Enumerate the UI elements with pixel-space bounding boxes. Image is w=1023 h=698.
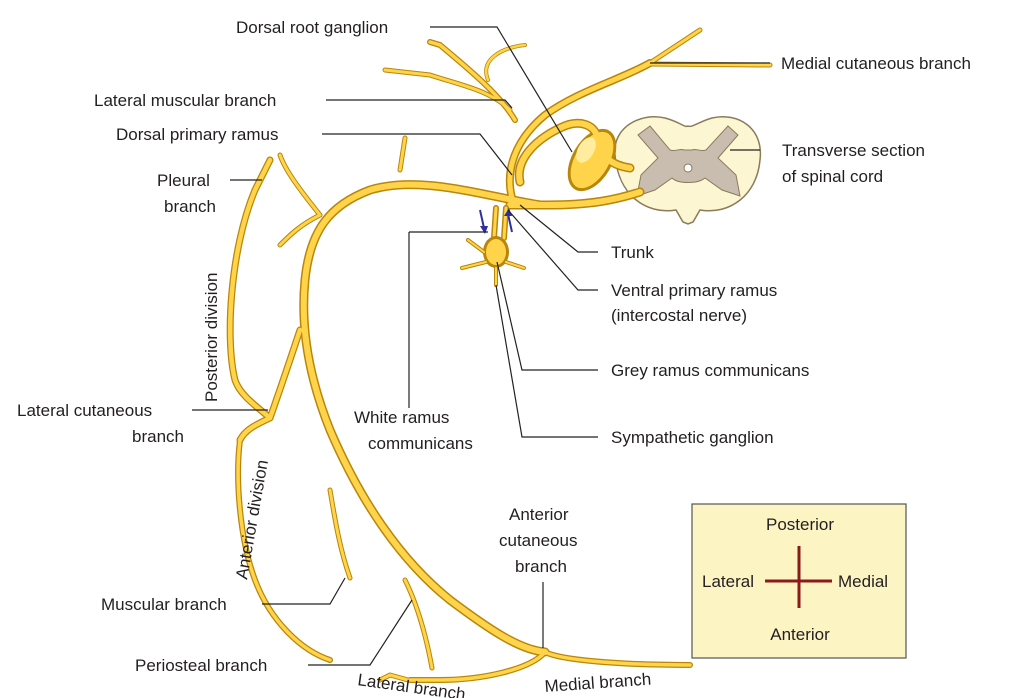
- key-anterior: Anterior: [770, 625, 830, 644]
- label-ventral-primary-ramus-2: (intercostal nerve): [611, 306, 747, 325]
- leader-lines: [192, 27, 770, 665]
- label-white-ramus-1: White ramus: [354, 408, 449, 427]
- label-transverse-section-1: Transverse section: [782, 141, 925, 160]
- label-lateral-muscular-branch: Lateral muscular branch: [94, 91, 276, 110]
- sympathetic-ganglion-shape: [462, 208, 524, 285]
- label-grey-ramus: Grey ramus communicans: [611, 361, 809, 380]
- label-anterior-cutaneous-1: Anterior: [509, 505, 569, 524]
- label-dorsal-root-ganglion: Dorsal root ganglion: [236, 18, 388, 37]
- label-transverse-section-2: of spinal cord: [782, 167, 883, 186]
- label-medial-branch: Medial branch: [544, 670, 652, 696]
- label-muscular-branch: Muscular branch: [101, 595, 227, 614]
- label-anterior-cutaneous-2: cutaneous: [499, 531, 577, 550]
- spinal-cord-section: [615, 117, 761, 224]
- label-pleural-1: Pleural: [157, 171, 210, 190]
- label-ventral-primary-ramus-1: Ventral primary ramus: [611, 281, 777, 300]
- label-lateral-branch: Lateral branch: [356, 670, 466, 698]
- label-periosteal-branch: Periosteal branch: [135, 656, 267, 675]
- key-lateral: Lateral: [702, 572, 754, 591]
- label-lateral-cutaneous-2: branch: [132, 427, 184, 446]
- key-medial: Medial: [838, 572, 888, 591]
- orientation-key: Posterior Anterior Lateral Medial: [692, 504, 906, 658]
- label-white-ramus-2: communicans: [368, 434, 473, 453]
- label-sympathetic-ganglion: Sympathetic ganglion: [611, 428, 774, 447]
- label-anterior-cutaneous-3: branch: [515, 557, 567, 576]
- label-dorsal-primary-ramus: Dorsal primary ramus: [116, 125, 278, 144]
- key-posterior: Posterior: [766, 515, 834, 534]
- label-pleural-2: branch: [164, 197, 216, 216]
- label-medial-cutaneous-branch: Medial cutaneous branch: [781, 54, 971, 73]
- label-posterior-division: Posterior division: [202, 273, 221, 402]
- label-lateral-cutaneous-1: Lateral cutaneous: [17, 401, 152, 420]
- label-trunk: Trunk: [611, 243, 654, 262]
